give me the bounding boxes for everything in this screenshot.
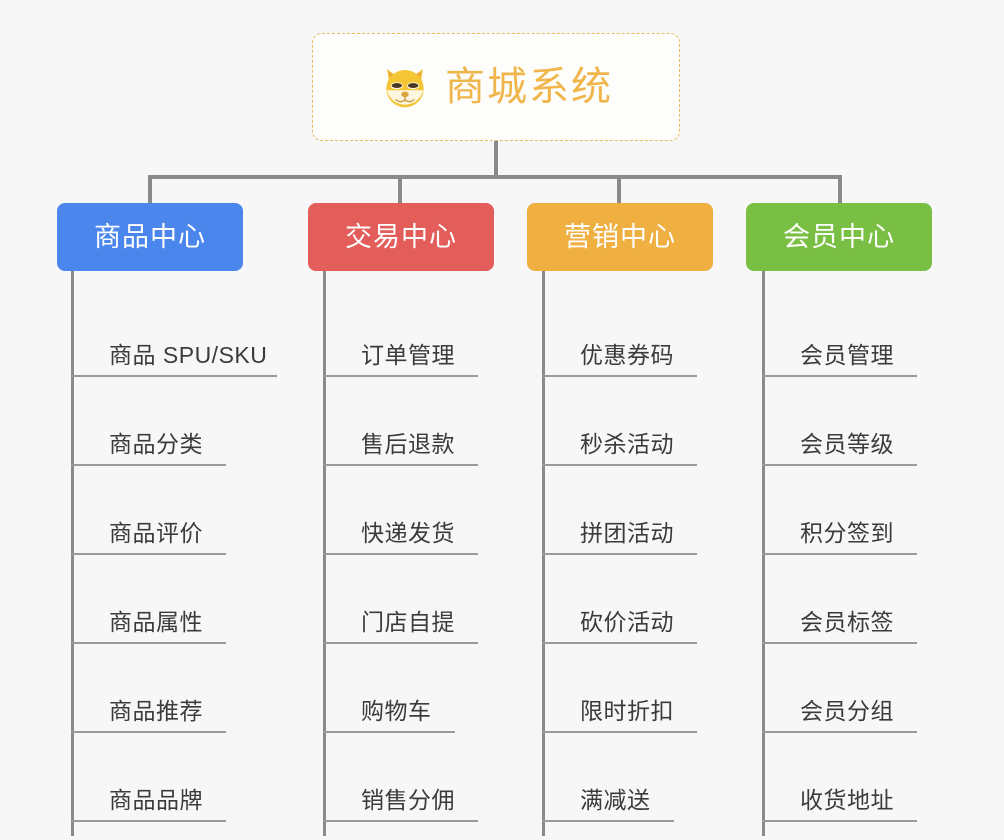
leaf-label: 秒杀活动 — [580, 431, 674, 457]
leaf-label: 门店自提 — [361, 609, 455, 635]
leaf-label: 商品推荐 — [109, 698, 203, 724]
leaf-underline — [323, 820, 478, 822]
leaf-underline — [762, 642, 917, 644]
list-item[interactable]: 商品品牌 — [71, 733, 226, 822]
leaf-underline — [542, 375, 697, 377]
leaf-label: 会员标签 — [800, 609, 894, 635]
leaf-label: 商品属性 — [109, 609, 203, 635]
category-label-2: 交易中心 — [345, 221, 457, 252]
leaf-label: 购物车 — [361, 698, 432, 724]
leaf-underline — [542, 820, 674, 822]
list-item[interactable]: 积分签到 — [762, 466, 917, 555]
category-box-4[interactable]: 会员中心 — [746, 203, 932, 271]
leaf-underline — [762, 820, 917, 822]
category-label-1: 商品中心 — [94, 221, 206, 252]
leaf-label: 拼团活动 — [580, 520, 674, 546]
list-item[interactable]: 商品 SPU/SKU — [71, 288, 277, 377]
connector-horizontal-bus — [148, 175, 842, 179]
category-label-3: 营销中心 — [564, 221, 676, 252]
leaf-label: 会员分组 — [800, 698, 894, 724]
list-item[interactable]: 会员管理 — [762, 288, 917, 377]
list-item[interactable]: 销售分佣 — [323, 733, 478, 822]
leaf-label: 商品品牌 — [109, 787, 203, 813]
leaf-label: 售后退款 — [361, 431, 455, 457]
leaf-label: 会员管理 — [800, 342, 894, 368]
leaf-label: 砍价活动 — [580, 609, 674, 635]
leaf-label: 收货地址 — [800, 787, 894, 813]
list-item[interactable]: 会员分组 — [762, 644, 917, 733]
leaf-underline — [71, 731, 226, 733]
list-item[interactable]: 会员等级 — [762, 377, 917, 466]
leaf-underline — [542, 553, 697, 555]
root-title: 商城系统 — [445, 65, 613, 109]
leaf-underline — [762, 464, 917, 466]
shiba-dog-icon — [379, 61, 431, 113]
leaf-label: 优惠券码 — [580, 342, 674, 368]
connector-root-stub — [494, 141, 498, 177]
list-item[interactable]: 优惠券码 — [542, 288, 697, 377]
root-node[interactable]: 商城系统 — [312, 33, 680, 141]
leaf-label: 会员等级 — [800, 431, 894, 457]
list-item[interactable]: 满减送 — [542, 733, 674, 822]
connector-drop-2 — [398, 175, 402, 205]
leaf-underline — [71, 642, 226, 644]
list-item[interactable]: 拼团活动 — [542, 466, 697, 555]
leaf-underline — [762, 731, 917, 733]
leaf-underline — [323, 375, 478, 377]
leaf-underline — [71, 375, 277, 377]
list-item[interactable]: 商品评价 — [71, 466, 226, 555]
list-item[interactable]: 秒杀活动 — [542, 377, 697, 466]
leaf-label: 限时折扣 — [580, 698, 674, 724]
list-item[interactable]: 限时折扣 — [542, 644, 697, 733]
list-item[interactable]: 售后退款 — [323, 377, 478, 466]
connector-drop-1 — [148, 175, 152, 205]
connector-drop-4 — [838, 175, 842, 205]
list-item[interactable]: 订单管理 — [323, 288, 478, 377]
category-box-1[interactable]: 商品中心 — [57, 203, 243, 271]
list-item[interactable]: 快递发货 — [323, 466, 478, 555]
leaf-underline — [71, 820, 226, 822]
leaf-underline — [323, 731, 455, 733]
category-box-3[interactable]: 营销中心 — [527, 203, 713, 271]
category-label-4: 会员中心 — [783, 221, 895, 252]
category-box-2[interactable]: 交易中心 — [308, 203, 494, 271]
leaf-underline — [71, 464, 226, 466]
connector-drop-3 — [617, 175, 621, 205]
list-item[interactable]: 收货地址 — [762, 733, 917, 822]
leaf-underline — [542, 731, 697, 733]
leaf-underline — [71, 553, 226, 555]
leaf-underline — [762, 553, 917, 555]
leaf-label: 销售分佣 — [361, 787, 455, 813]
leaf-underline — [323, 553, 478, 555]
list-item[interactable]: 门店自提 — [323, 555, 478, 644]
leaf-underline — [542, 464, 697, 466]
leaf-label: 商品分类 — [109, 431, 203, 457]
leaf-label: 商品 SPU/SKU — [109, 342, 268, 368]
leaf-label: 积分签到 — [800, 520, 894, 546]
list-item[interactable]: 购物车 — [323, 644, 455, 733]
leaf-label: 满减送 — [580, 787, 651, 813]
leaf-underline — [762, 375, 917, 377]
leaf-label: 快递发货 — [361, 520, 455, 546]
list-item[interactable]: 商品推荐 — [71, 644, 226, 733]
leaf-underline — [323, 642, 478, 644]
leaf-label: 订单管理 — [361, 342, 455, 368]
list-item[interactable]: 砍价活动 — [542, 555, 697, 644]
list-item[interactable]: 商品属性 — [71, 555, 226, 644]
leaf-label: 商品评价 — [109, 520, 203, 546]
leaf-underline — [542, 642, 697, 644]
leaf-underline — [323, 464, 478, 466]
list-item[interactable]: 会员标签 — [762, 555, 917, 644]
list-item[interactable]: 商品分类 — [71, 377, 226, 466]
